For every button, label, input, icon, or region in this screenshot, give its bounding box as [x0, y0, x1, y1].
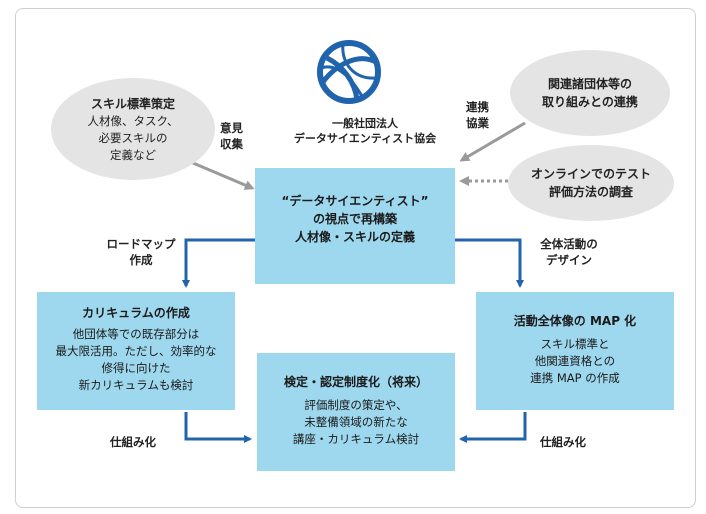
- skill-standard-ellipse: スキル標準策定 人材像、タスク、 必要スキルの 定義など: [51, 78, 215, 180]
- label-mechanism-right: 仕組み化: [540, 435, 586, 449]
- center-line3: 人材像・スキルの定義: [294, 230, 415, 244]
- curriculum-title: カリキュラムの作成: [82, 306, 190, 320]
- arrow-coop: [459, 121, 526, 162]
- certification-line3: 講座・カリキュラム検討: [292, 432, 420, 446]
- related-orgs-line1: 関連諸団体等の: [547, 77, 632, 91]
- certification-box: 検定・認定制度化（将来） 評価制度の策定や、 未整備領域の新たな 講座・カリキュ…: [257, 353, 455, 471]
- organization-name: 一般社団法人 データサイエンティスト協会: [290, 116, 440, 146]
- online-test-ellipse: オンラインでのテスト 評価方法の調査: [508, 145, 674, 221]
- map-line3: 連携 MAP の作成: [530, 371, 620, 385]
- arrow-opinion: [185, 158, 255, 190]
- skill-standard-line3: 定義など: [110, 147, 156, 162]
- skill-standard-line1: 人材像、タスク、: [87, 113, 179, 128]
- label-coop-line1: 連携: [466, 100, 489, 114]
- globe-logo-icon: [317, 40, 381, 104]
- label-roadmap-line2: 作成: [129, 253, 153, 267]
- label-opinion-line2: 収集: [220, 137, 243, 151]
- center-line2: の視点で再構築: [312, 212, 397, 226]
- label-opinion-line1: 意見: [220, 121, 243, 135]
- label-design-line1: 全体活動の: [540, 237, 598, 251]
- online-test-line2: 評価方法の調査: [548, 185, 633, 199]
- map-line2: 他関連資格との: [534, 354, 616, 368]
- online-test-line1: オンラインでのテスト: [530, 167, 651, 181]
- label-roadmap: ロードマップ 作成: [96, 236, 186, 268]
- label-design: 全体活動の デザイン: [524, 236, 614, 268]
- curriculum-line4: 新カリキュラムも検討: [78, 378, 194, 392]
- certification-title: 検定・認定制度化（将来）: [283, 375, 428, 389]
- organization-line2: データサイエンティスト協会: [293, 132, 437, 145]
- label-opinion: 意見 収集: [220, 120, 243, 152]
- curriculum-line3: 修得に向けた: [101, 361, 171, 375]
- arrow-mechanism-right: [459, 412, 527, 443]
- arrow-mechanism-left: [184, 412, 252, 443]
- skill-standard-title: スキル標準策定: [90, 96, 175, 111]
- certification-line2: 未整備領域の新たな: [304, 415, 408, 429]
- label-mechanism-left: 仕組み化: [110, 435, 156, 449]
- skill-standard-line2: 必要スキルの: [98, 130, 168, 145]
- arrow-roadmap: [182, 238, 255, 288]
- label-coop: 連携 協業: [466, 99, 489, 131]
- related-orgs-ellipse: 関連諸団体等の 取り組みとの連携: [510, 50, 670, 136]
- center-line1: “データサイエンティスト”: [281, 194, 429, 208]
- label-coop-line2: 協業: [466, 116, 489, 130]
- center-box: “データサイエンティスト” の視点で再構築 人材像・スキルの定義: [255, 168, 455, 284]
- curriculum-line2: 最大限活用。ただし、効率的な: [55, 344, 217, 358]
- curriculum-line1: 他団体等での既存部分は: [72, 327, 200, 341]
- map-line1: スキル標準と: [540, 337, 610, 351]
- certification-line1: 評価制度の策定や、: [304, 398, 408, 412]
- label-design-line2: デザイン: [546, 253, 592, 267]
- organization-line1: 一般社団法人: [332, 117, 398, 130]
- map-box: 活動全体像の MAP 化 スキル標準と 他関連資格との 連携 MAP の作成: [476, 292, 674, 410]
- related-orgs-line2: 取り組みとの連携: [542, 95, 638, 109]
- label-roadmap-line1: ロードマップ: [106, 237, 176, 251]
- curriculum-box: カリキュラムの作成 他団体等での既存部分は 最大限活用。ただし、効率的な 修得に…: [37, 292, 235, 410]
- map-title: 活動全体像の MAP 化: [513, 314, 637, 328]
- arrow-design: [455, 238, 524, 288]
